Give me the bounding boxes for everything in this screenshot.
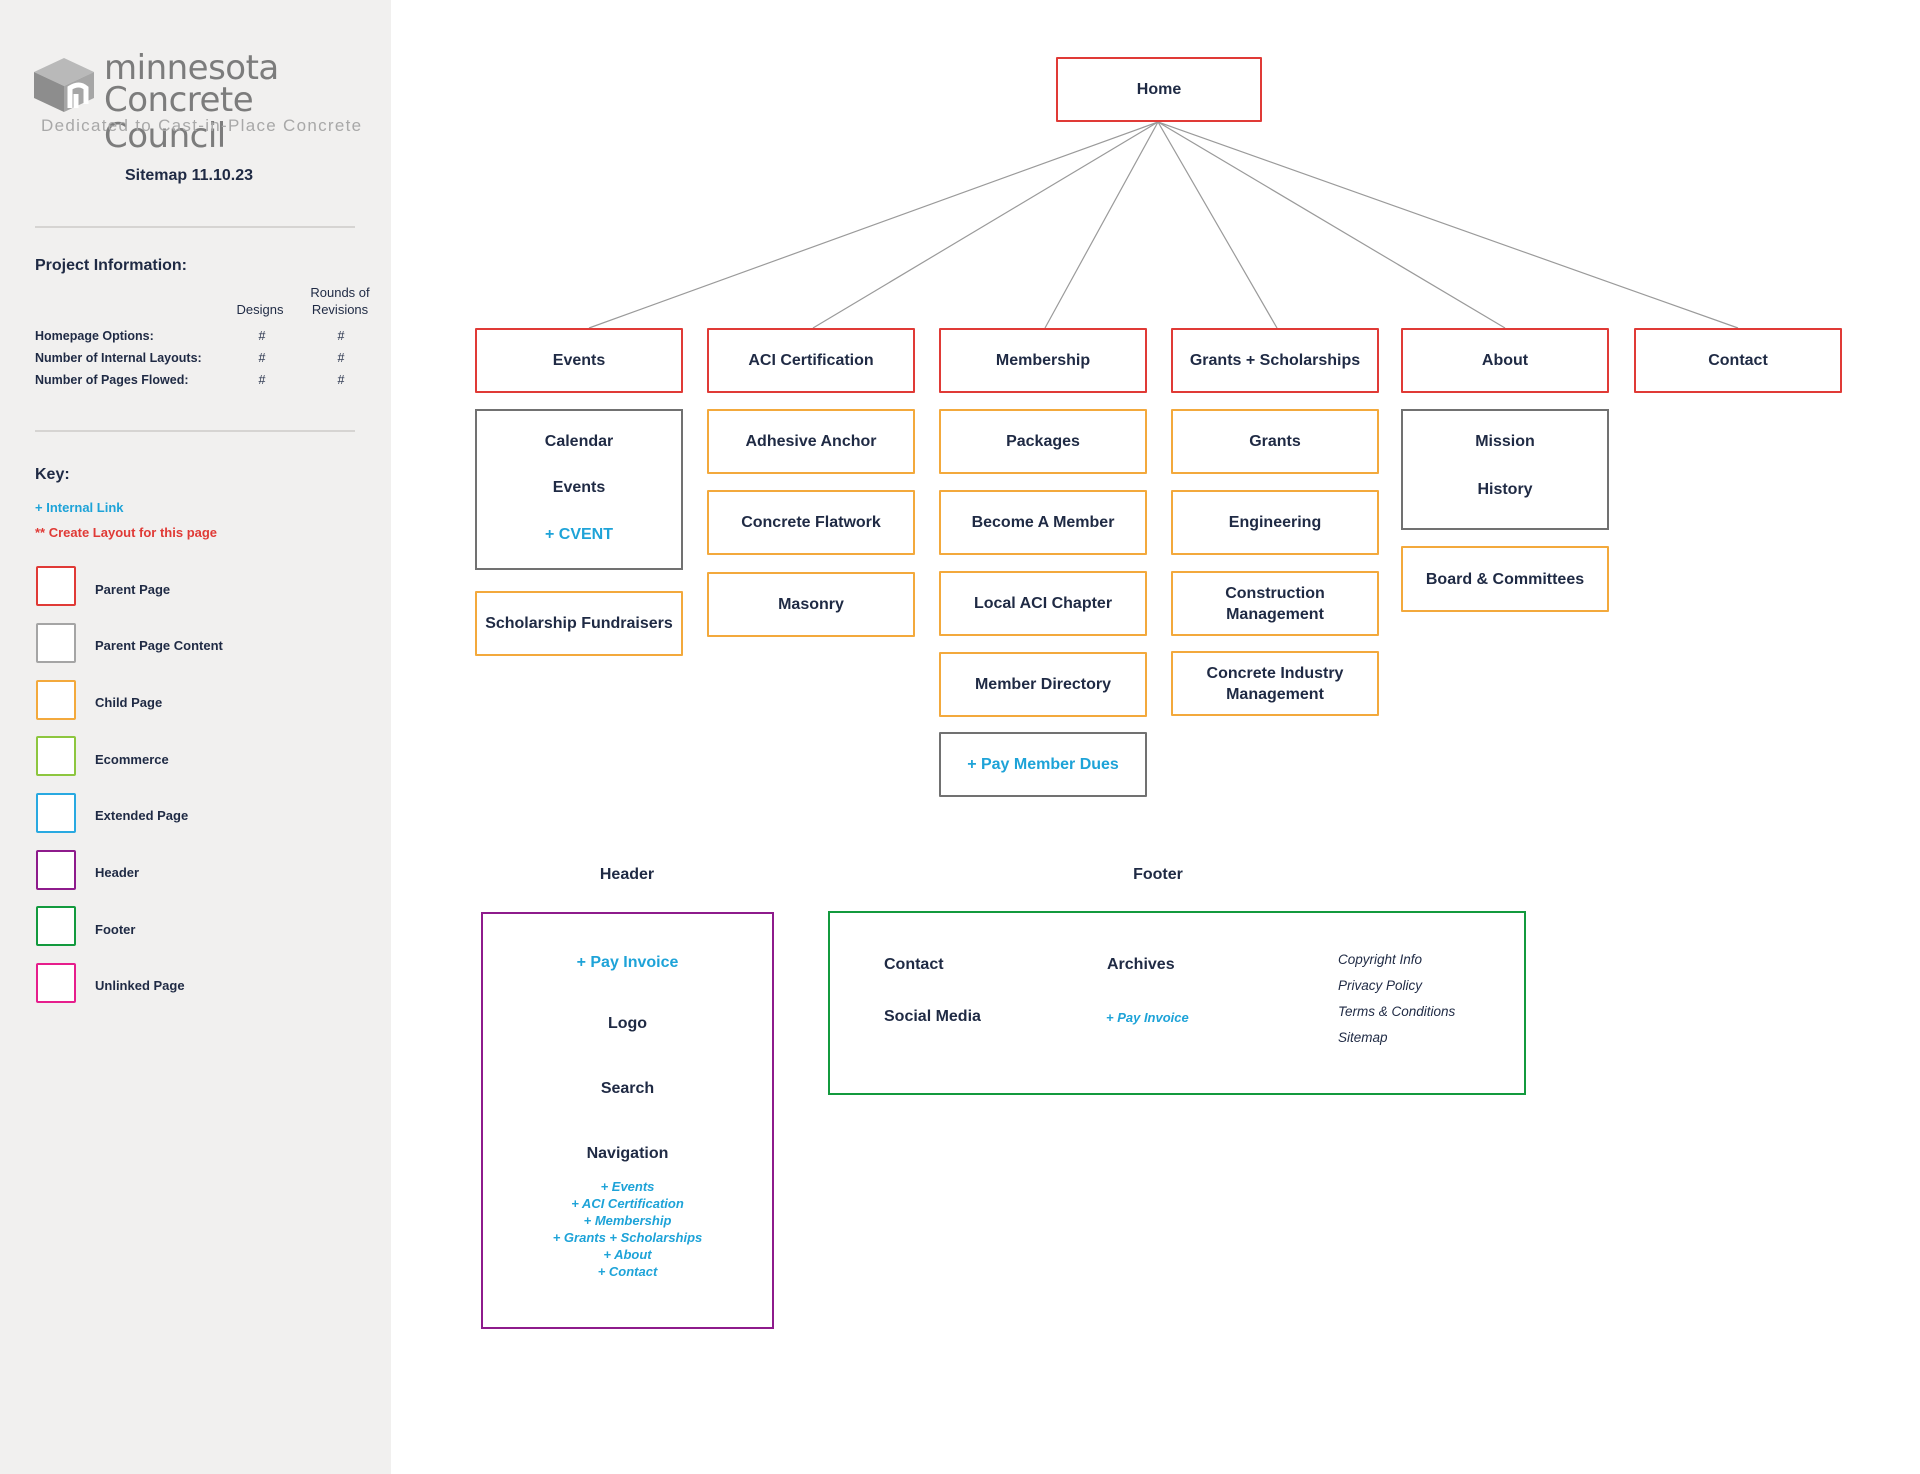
child-page-box: Concrete Industry Management: [1171, 651, 1379, 716]
key-label: Header: [95, 865, 140, 880]
content-item: History: [1477, 481, 1533, 498]
extended-page-swatch: [36, 793, 76, 833]
designs-value: #: [258, 373, 266, 387]
footer-contact-label: Contact: [884, 956, 944, 973]
footer-legal-item: Sitemap: [1338, 1030, 1388, 1045]
logo-cube-icon: [34, 58, 94, 112]
key-internal-link: + Internal Link: [35, 500, 124, 515]
events-parent-box: Events: [475, 328, 683, 393]
footer-pay-invoice-link: + Pay Invoice: [1106, 1010, 1189, 1025]
key-label: Parent Page: [95, 582, 171, 597]
key-label: Footer: [95, 922, 136, 937]
child-page-box: Local ACI Chapter: [939, 571, 1147, 636]
content-item: Calendar: [544, 433, 614, 450]
header-section-title: Header: [599, 866, 655, 883]
contact-parent-box: Contact: [1634, 328, 1842, 393]
key-create-layout: ** Create Layout for this page: [35, 525, 218, 540]
designs-value: #: [258, 351, 266, 365]
parent-page-content-swatch: [36, 623, 76, 663]
unlinked-page-swatch: [36, 963, 76, 1003]
revisions-value: #: [337, 373, 345, 387]
connector-line: [1157, 121, 1739, 329]
child-page-box: Scholarship Fundraisers: [475, 591, 683, 656]
key-title: Key:: [35, 466, 70, 483]
key-label: Child Page: [95, 695, 163, 710]
nav-link: + Membership: [583, 1213, 672, 1228]
about-content-box: Mission History: [1401, 409, 1609, 530]
about-parent-box: About: [1401, 328, 1609, 393]
divider: [35, 226, 355, 228]
project-info-title: Project Information:: [35, 257, 188, 274]
membership-parent-box: Membership: [939, 328, 1147, 393]
child-page-box: Adhesive Anchor: [707, 409, 915, 474]
header-logo-label: Logo: [607, 1015, 648, 1032]
child-page-box: Masonry: [707, 572, 915, 637]
project-info-label: Number of Pages Flowed:: [35, 373, 189, 387]
footer-swatch: [36, 906, 76, 946]
aci-certification-parent-box: ACI Certification: [707, 328, 915, 393]
revisions-value: #: [337, 351, 345, 365]
connector-line: [812, 121, 1159, 329]
footer-legal-item: Terms & Conditions: [1338, 1004, 1456, 1019]
content-item: Mission: [1475, 433, 1535, 450]
child-page-box: Become A Member: [939, 490, 1147, 555]
sitemap-title: Sitemap 11.10.23: [124, 167, 254, 184]
child-page-box: Grants: [1171, 409, 1379, 474]
pay-invoice-link: + Pay Invoice: [576, 954, 679, 971]
nav-link: + Grants + Scholarships: [552, 1230, 703, 1245]
logo: minnesota Concrete Council Dedicated to …: [28, 48, 368, 154]
logo-line-1: minnesota: [104, 48, 279, 88]
footer-section-title: Footer: [1133, 866, 1183, 883]
connector-line: [1044, 121, 1159, 329]
child-page-box: Concrete Flatwork: [707, 490, 915, 555]
designs-column-header: Designs: [236, 302, 284, 317]
key-label: Ecommerce: [95, 752, 169, 767]
project-info-label: Homepage Options:: [35, 329, 154, 343]
footer-box: Contact Social Media Archives + Pay Invo…: [828, 911, 1526, 1095]
header-swatch: [36, 850, 76, 890]
connector-line: [1157, 121, 1506, 329]
child-page-box: Construction Management: [1171, 571, 1379, 636]
revisions-value: #: [337, 329, 345, 343]
pay-member-dues-link: + Pay Member Dues: [939, 732, 1147, 797]
header-box: + Pay Invoice Logo Search Navigation + E…: [481, 912, 774, 1329]
ecommerce-swatch: [36, 736, 76, 776]
key-label: Extended Page: [95, 808, 189, 823]
footer-social-media-label: Social Media: [884, 1008, 981, 1025]
child-page-box: Packages: [939, 409, 1147, 474]
logo-tagline: Dedicated to Cast-in-Place Concrete: [41, 116, 363, 135]
logo-line-2: Concrete Council: [104, 80, 254, 156]
cvent-link: + CVENT: [544, 526, 613, 543]
footer-archives-label: Archives: [1107, 956, 1175, 973]
grants-scholarships-parent-box: Grants + Scholarships: [1171, 328, 1379, 393]
content-item: Events: [552, 479, 606, 496]
events-content-box: Calendar Events + CVENT: [475, 409, 683, 570]
connector-line: [1157, 121, 1278, 329]
revisions-column-header: Rounds of Revisions: [310, 285, 370, 317]
connector-line: [588, 121, 1159, 329]
header-search-label: Search: [600, 1080, 655, 1097]
divider: [35, 430, 355, 432]
key-label: Parent Page Content: [95, 638, 223, 653]
parent-page-swatch: [36, 566, 76, 606]
child-page-swatch: [36, 680, 76, 720]
child-page-box: Board & Committees: [1401, 546, 1609, 612]
footer-legal-item: Privacy Policy: [1338, 978, 1423, 993]
designs-value: #: [258, 329, 266, 343]
project-info-label: Number of Internal Layouts:: [35, 351, 202, 365]
key-label: Unlinked Page: [95, 978, 185, 993]
header-navigation-label: Navigation: [586, 1145, 669, 1162]
nav-link: + Contact: [597, 1264, 658, 1279]
child-page-box: Engineering: [1171, 490, 1379, 555]
sidebar: minnesota Concrete Council Dedicated to …: [0, 0, 391, 1474]
nav-link: + ACI Certification: [571, 1196, 684, 1211]
child-page-box: Member Directory: [939, 652, 1147, 717]
nav-link: + Events: [600, 1179, 655, 1194]
home-box: Home: [1056, 57, 1262, 122]
footer-legal-item: Copyright Info: [1338, 952, 1423, 967]
nav-link: + About: [603, 1247, 652, 1262]
